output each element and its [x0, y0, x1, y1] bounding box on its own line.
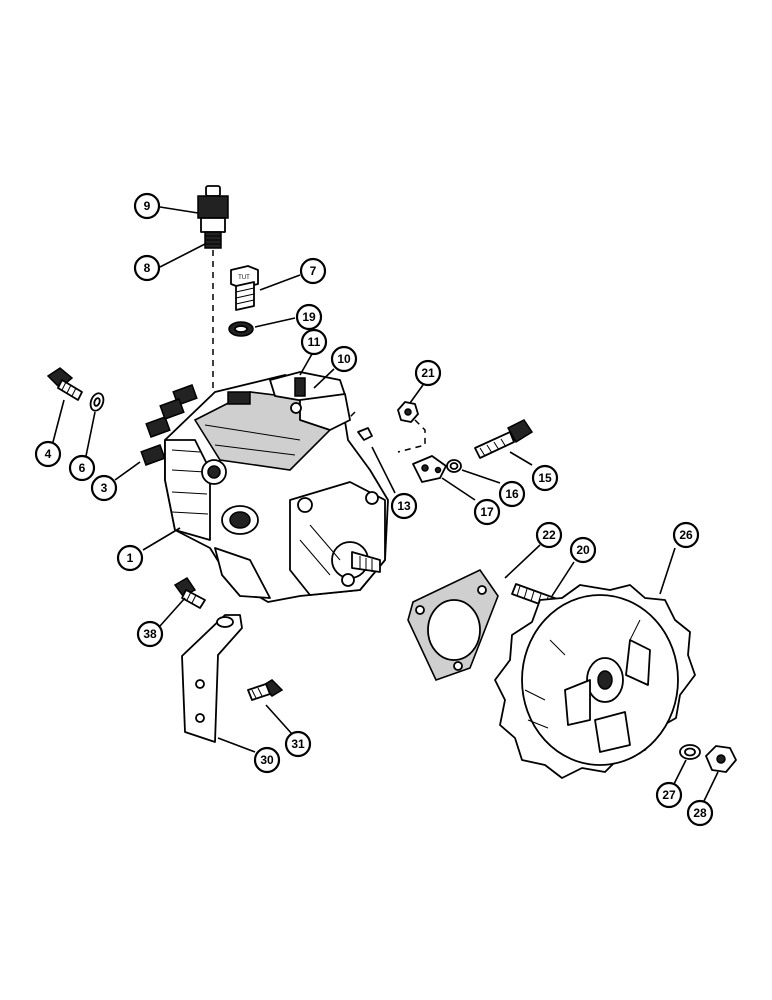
callout-19: 19: [295, 303, 323, 331]
part-bolt-38: [173, 576, 206, 609]
callout-20-label: 20: [576, 543, 590, 557]
callout-7-label: 7: [310, 264, 317, 278]
callout-1-label: 1: [127, 551, 134, 565]
part-injection-pump: [140, 371, 389, 603]
callout-38-label: 38: [143, 627, 157, 641]
callout-30: 30: [253, 746, 281, 774]
callout-31-label: 31: [291, 737, 305, 751]
callout-28: 28: [686, 799, 714, 827]
callout-27: 27: [655, 781, 683, 809]
callout-38: 38: [136, 620, 164, 648]
callout-11: 11: [300, 328, 328, 356]
callout-31: 31: [284, 730, 312, 758]
callout-27-label: 27: [662, 788, 676, 802]
part-gasket-22: [407, 568, 499, 681]
callout-9-label: 9: [144, 199, 151, 213]
part-solenoid: [197, 185, 229, 249]
part-stud-15: [474, 419, 534, 459]
callout-17-label: 17: [480, 505, 494, 519]
callout-13: 13: [390, 492, 418, 520]
callout-8-label: 8: [144, 261, 151, 275]
part-washer-16: [446, 459, 462, 473]
callout-15: 15: [531, 464, 559, 492]
callout-6-label: 6: [79, 461, 86, 475]
callout-4-label: 4: [45, 447, 52, 461]
callout-21: 21: [414, 359, 442, 387]
callout-1: 1: [116, 544, 144, 572]
callout-10-label: 10: [337, 352, 351, 366]
callout-17: 17: [473, 498, 501, 526]
part-bolt-31: [247, 679, 284, 701]
part-nut-28: [705, 745, 737, 773]
callout-9: 9: [133, 192, 161, 220]
callout-22-label: 22: [542, 528, 556, 542]
callout-28-label: 28: [693, 806, 707, 820]
callout-26-label: 26: [679, 528, 693, 542]
callout-11-label: 11: [308, 335, 321, 349]
part-bracket-17: [412, 455, 447, 483]
callout-10: 10: [330, 345, 358, 373]
callout-16: 16: [498, 480, 526, 508]
part-nut-21: [397, 401, 419, 423]
callout-22: 22: [535, 521, 563, 549]
part-bolt-7: TUT: [230, 265, 259, 311]
part-washer-19: [228, 321, 254, 337]
callout-15-label: 15: [538, 471, 552, 485]
part-lockwasher-27: [679, 744, 701, 760]
callout-30-label: 30: [260, 753, 274, 767]
callout-4: 4: [34, 440, 62, 468]
callout-16-label: 16: [505, 487, 519, 501]
leader-lines: [52, 206, 719, 802]
callout-13-label: 13: [397, 499, 411, 513]
callout-21-label: 21: [421, 366, 435, 380]
callout-6: 6: [68, 454, 96, 482]
callout-3-label: 3: [101, 481, 108, 495]
callout-7: 7: [299, 257, 327, 285]
callout-19-label: 19: [302, 310, 316, 324]
part-bolt-4: [46, 367, 83, 401]
callout-26: 26: [672, 521, 700, 549]
callout-20: 20: [569, 536, 597, 564]
callout-3: 3: [90, 474, 118, 502]
part-key-13: [357, 427, 373, 441]
part-washer-6: [89, 392, 105, 412]
part-gear-26: [494, 584, 696, 779]
part-bracket-30: [181, 614, 243, 743]
bolt-7-head-text: TUT: [238, 275, 250, 281]
callout-8: 8: [133, 254, 161, 282]
